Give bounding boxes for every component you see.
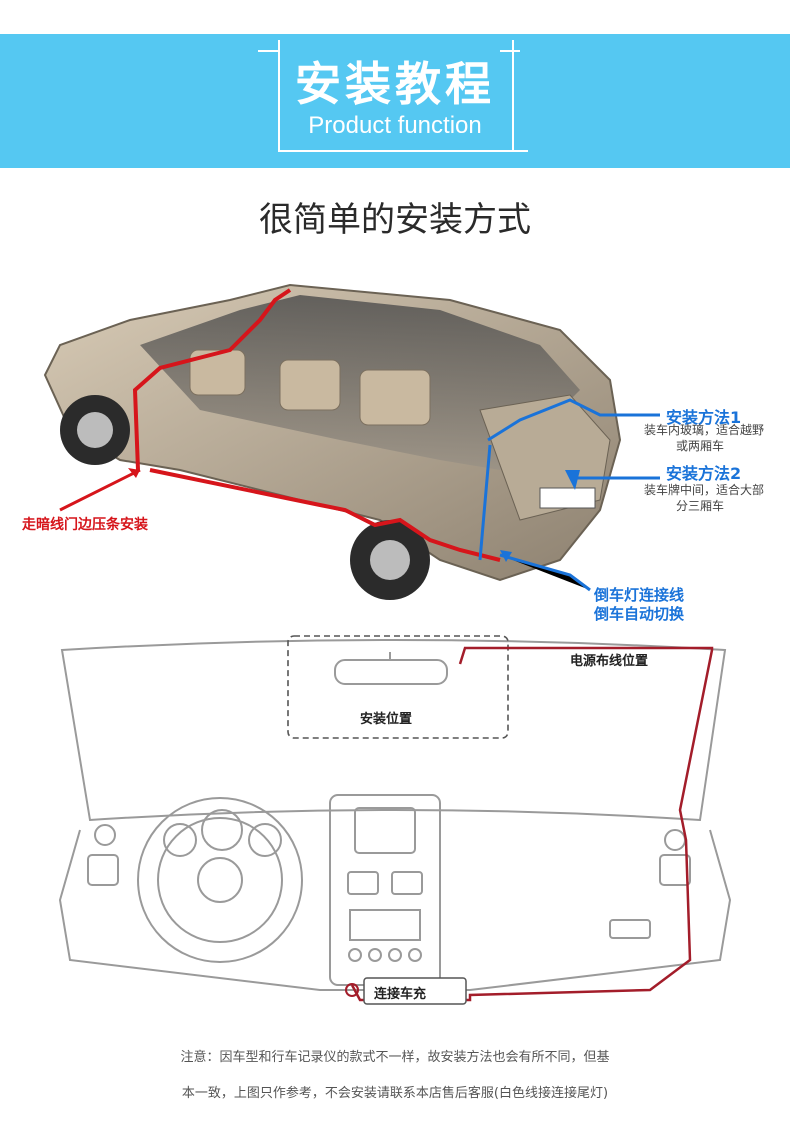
door-route-label: 走暗线门边压条安装 [22,517,148,533]
banner-rule-bottom [278,150,528,152]
door-route-line [132,288,501,562]
note-line-2: 本一致，上图只作参考，不会安装请联系本店售后客服(白色线接连接尾灯) [181,1086,609,1101]
rear-view-mirror [334,659,448,685]
charger-box [363,977,467,1005]
mount-area [287,635,509,739]
banner-rule-top [258,50,278,52]
method1-desc-line1: 装车内玻璃，适合越野 [644,423,765,437]
section-heading: 很简单的安装方式 [259,200,531,240]
method1-callout [487,398,660,442]
method2-desc-line1: 装车牌中间，适合大部 [644,483,765,497]
reverse-light-callout [499,553,591,592]
method2-title: 安装方法2 [666,464,742,483]
steering-wheel [137,797,303,963]
power-route-label: 电源布线位置 [570,654,649,669]
car-illustration [43,283,660,600]
center-console [329,794,441,986]
note-line-1: 注意：因车型和行车记录仪的款式不一样，故安装方法也会有所不同，但基 [180,1050,610,1065]
power-wire [350,646,714,1002]
banner-rule-left [278,40,280,150]
windshield-outline [60,639,727,822]
banner-title: 安装教程 [295,57,495,111]
banner-rule-right [512,40,514,150]
banner-rule-top-right [500,50,520,52]
license-plate [539,487,596,509]
banner-subtitle: Product function [308,112,482,139]
method1-desc-line2: 或两厢车 [676,439,725,453]
method1-title: 安装方法1 [666,408,742,427]
header-banner [0,34,790,168]
reverse-light-line2: 倒车自动切换 [594,605,685,623]
mount-label: 安装位置 [360,712,413,727]
charger-label: 连接车充 [374,987,427,1002]
method2-desc-line2: 分三厢车 [676,499,725,513]
reverse-light-line1: 倒车灯连接线 [594,586,685,604]
